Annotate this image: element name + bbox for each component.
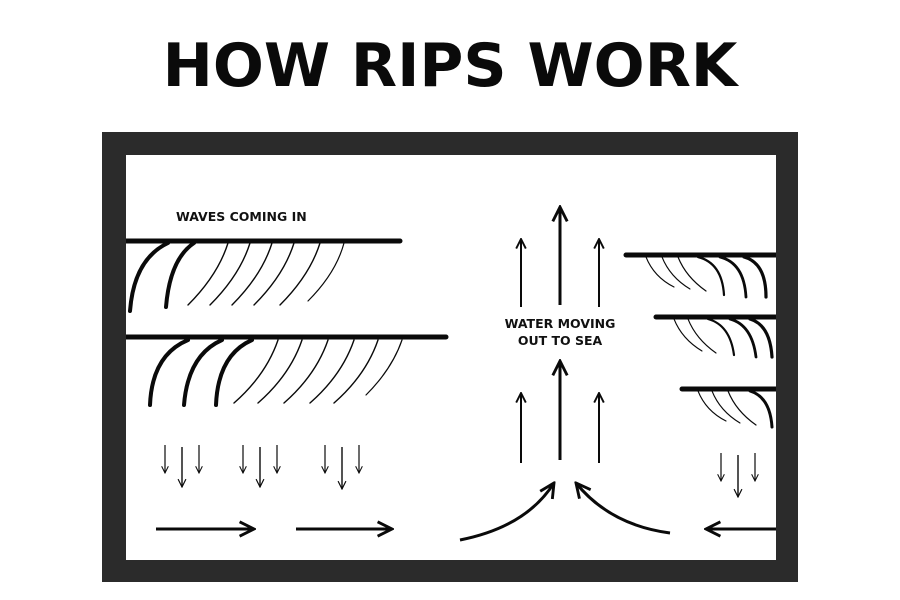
wave-crest bbox=[333, 339, 379, 404]
converging-arrows bbox=[459, 483, 671, 542]
wave-set-right-bottom bbox=[679, 386, 776, 429]
wave-crest bbox=[718, 255, 748, 299]
wave-crest bbox=[233, 339, 279, 404]
wave-crest bbox=[309, 339, 355, 404]
down-arrows-left bbox=[165, 445, 359, 489]
wave-crest bbox=[283, 339, 329, 404]
rip-current-arrows bbox=[521, 207, 599, 463]
wave-crest bbox=[164, 241, 196, 309]
wave-crest bbox=[365, 339, 403, 396]
wave-crest bbox=[182, 338, 224, 407]
rip-current-diagram: WAVES COMING IN bbox=[126, 155, 776, 542]
wave-crest bbox=[748, 317, 774, 359]
wave-crest bbox=[214, 338, 254, 407]
wave-crest bbox=[696, 255, 726, 297]
wave-crest bbox=[706, 317, 736, 357]
curved-arrow-right bbox=[576, 483, 671, 535]
wave-crest bbox=[209, 242, 251, 306]
wave-crest bbox=[673, 318, 703, 352]
page-title: HOW RIPS WORK bbox=[162, 31, 738, 101]
wave-crest bbox=[128, 241, 170, 313]
curved-arrow-left bbox=[459, 483, 554, 542]
wave-crest bbox=[148, 338, 190, 407]
wave-crest bbox=[711, 390, 741, 424]
wave-crest bbox=[677, 256, 707, 292]
wave-crest bbox=[697, 390, 727, 422]
rip-label-line-1: WATER MOVING bbox=[505, 316, 616, 331]
rip-label-line-2: OUT TO SEA bbox=[518, 333, 603, 348]
wave-crest bbox=[728, 317, 758, 359]
wave-crest bbox=[687, 318, 717, 354]
wave-crest bbox=[253, 242, 295, 306]
wave-crest bbox=[748, 389, 774, 429]
waves-coming-in-label: WAVES COMING IN bbox=[176, 209, 307, 224]
wave-set-right-top bbox=[623, 252, 776, 299]
wave-crest bbox=[257, 339, 303, 404]
wave-set-lower-left bbox=[126, 334, 449, 407]
wave-set-upper-left bbox=[126, 238, 403, 313]
diagram-panel: WAVES COMING IN bbox=[126, 155, 776, 560]
wave-crest bbox=[307, 242, 345, 302]
wave-crest bbox=[727, 390, 757, 426]
wave-crest bbox=[661, 256, 691, 290]
diagram-frame: WAVES COMING IN bbox=[102, 132, 798, 582]
down-arrows-right bbox=[721, 453, 755, 497]
wave-crest bbox=[231, 242, 273, 306]
wave-crest bbox=[187, 242, 229, 306]
wave-crest bbox=[742, 255, 768, 299]
wave-crest bbox=[279, 242, 321, 306]
wave-set-right-middle bbox=[653, 314, 776, 359]
wave-crest bbox=[645, 256, 675, 288]
